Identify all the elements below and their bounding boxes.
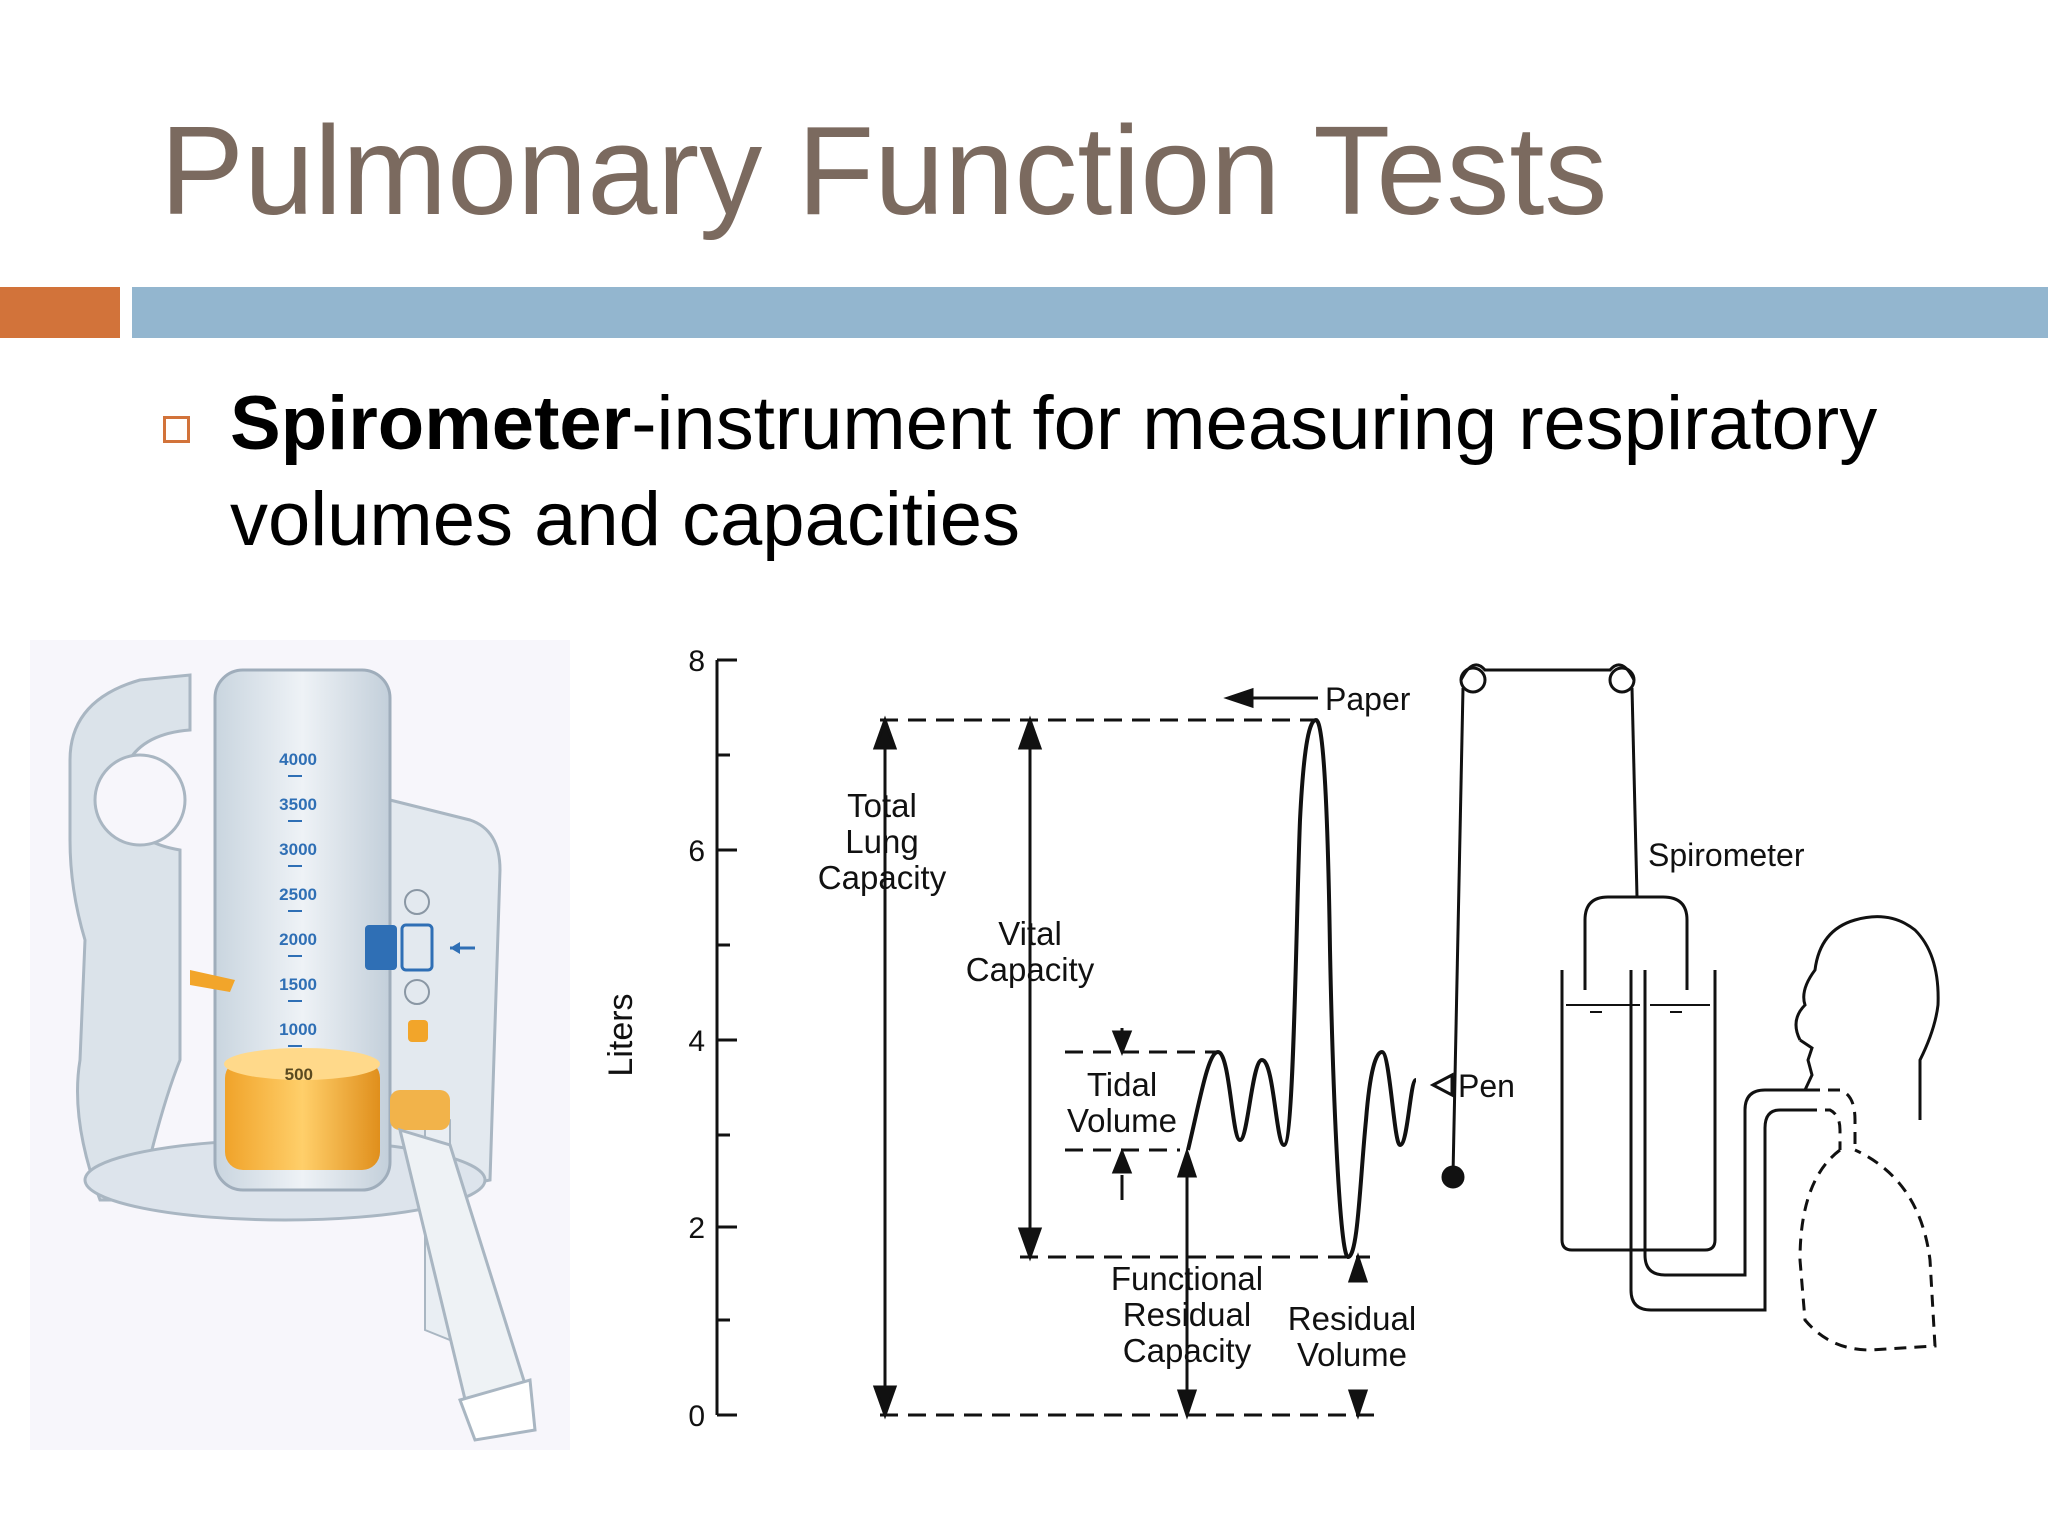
scale-mark-1000: 1000 bbox=[279, 1020, 317, 1039]
label-total-lung-1: Total bbox=[847, 787, 917, 824]
label-total-lung-2: Lung bbox=[845, 823, 918, 860]
y-axis-label: Liters bbox=[602, 993, 640, 1076]
label-rv-1: Residual bbox=[1288, 1300, 1416, 1337]
scale-mark-4000: 4000 bbox=[279, 750, 317, 769]
incentive-spirometer-image: 4000 3500 3000 2500 2000 1500 1000 500 bbox=[30, 640, 570, 1450]
scale-mark-1500: 1500 bbox=[279, 975, 317, 994]
scale-mark-3000: 3000 bbox=[279, 840, 317, 859]
scale-mark-2500: 2500 bbox=[279, 885, 317, 904]
paper-direction-arrow bbox=[1223, 687, 1254, 709]
pen-icon bbox=[1441, 1165, 1465, 1189]
bullet-description: -instrument for measuring respiratory vo… bbox=[230, 381, 1878, 562]
y-tick-2: 2 bbox=[688, 1212, 705, 1245]
scale-mark-2000: 2000 bbox=[279, 930, 317, 949]
label-rv-2: Volume bbox=[1297, 1336, 1407, 1373]
scale-mark-500: 500 bbox=[285, 1065, 313, 1084]
y-tick-6: 6 bbox=[688, 835, 705, 868]
flow-indicator-icon bbox=[365, 925, 397, 970]
bullet-text: Spirometer-instrument for measuring resp… bbox=[230, 376, 1930, 568]
label-tidal-2: Volume bbox=[1067, 1102, 1177, 1139]
title-divider-bar bbox=[132, 287, 2048, 338]
y-tick-4: 4 bbox=[688, 1025, 705, 1058]
title-accent-bar bbox=[0, 287, 120, 338]
label-pen: Pen bbox=[1458, 1068, 1515, 1104]
device-piston bbox=[225, 1060, 380, 1170]
spirogram-trace bbox=[1186, 717, 1418, 1260]
y-tick-8: 8 bbox=[688, 645, 705, 678]
bullet-term: Spirometer bbox=[230, 381, 632, 466]
slide-title: Pulmonary Function Tests bbox=[160, 100, 1608, 241]
label-tidal-1: Tidal bbox=[1087, 1066, 1157, 1103]
label-vital-2: Capacity bbox=[966, 951, 1095, 988]
label-total-lung-3: Capacity bbox=[818, 859, 947, 896]
spirogram-diagram: 0 2 4 6 8 Liters Total Lung Capacity Vit… bbox=[602, 645, 1940, 1433]
y-tick-0: 0 bbox=[688, 1400, 705, 1433]
bullet-square-icon bbox=[163, 416, 190, 443]
spirometer-apparatus bbox=[1441, 663, 1940, 1352]
label-frc-3: Capacity bbox=[1123, 1332, 1252, 1369]
label-paper: Paper bbox=[1325, 681, 1411, 717]
label-frc-2: Residual bbox=[1123, 1296, 1251, 1333]
scale-mark-3500: 3500 bbox=[279, 795, 317, 814]
label-frc-1: Functional bbox=[1111, 1260, 1263, 1297]
label-spirometer: Spirometer bbox=[1648, 837, 1805, 873]
label-vital-1: Vital bbox=[998, 915, 1062, 952]
goal-marker-icon bbox=[190, 970, 235, 992]
